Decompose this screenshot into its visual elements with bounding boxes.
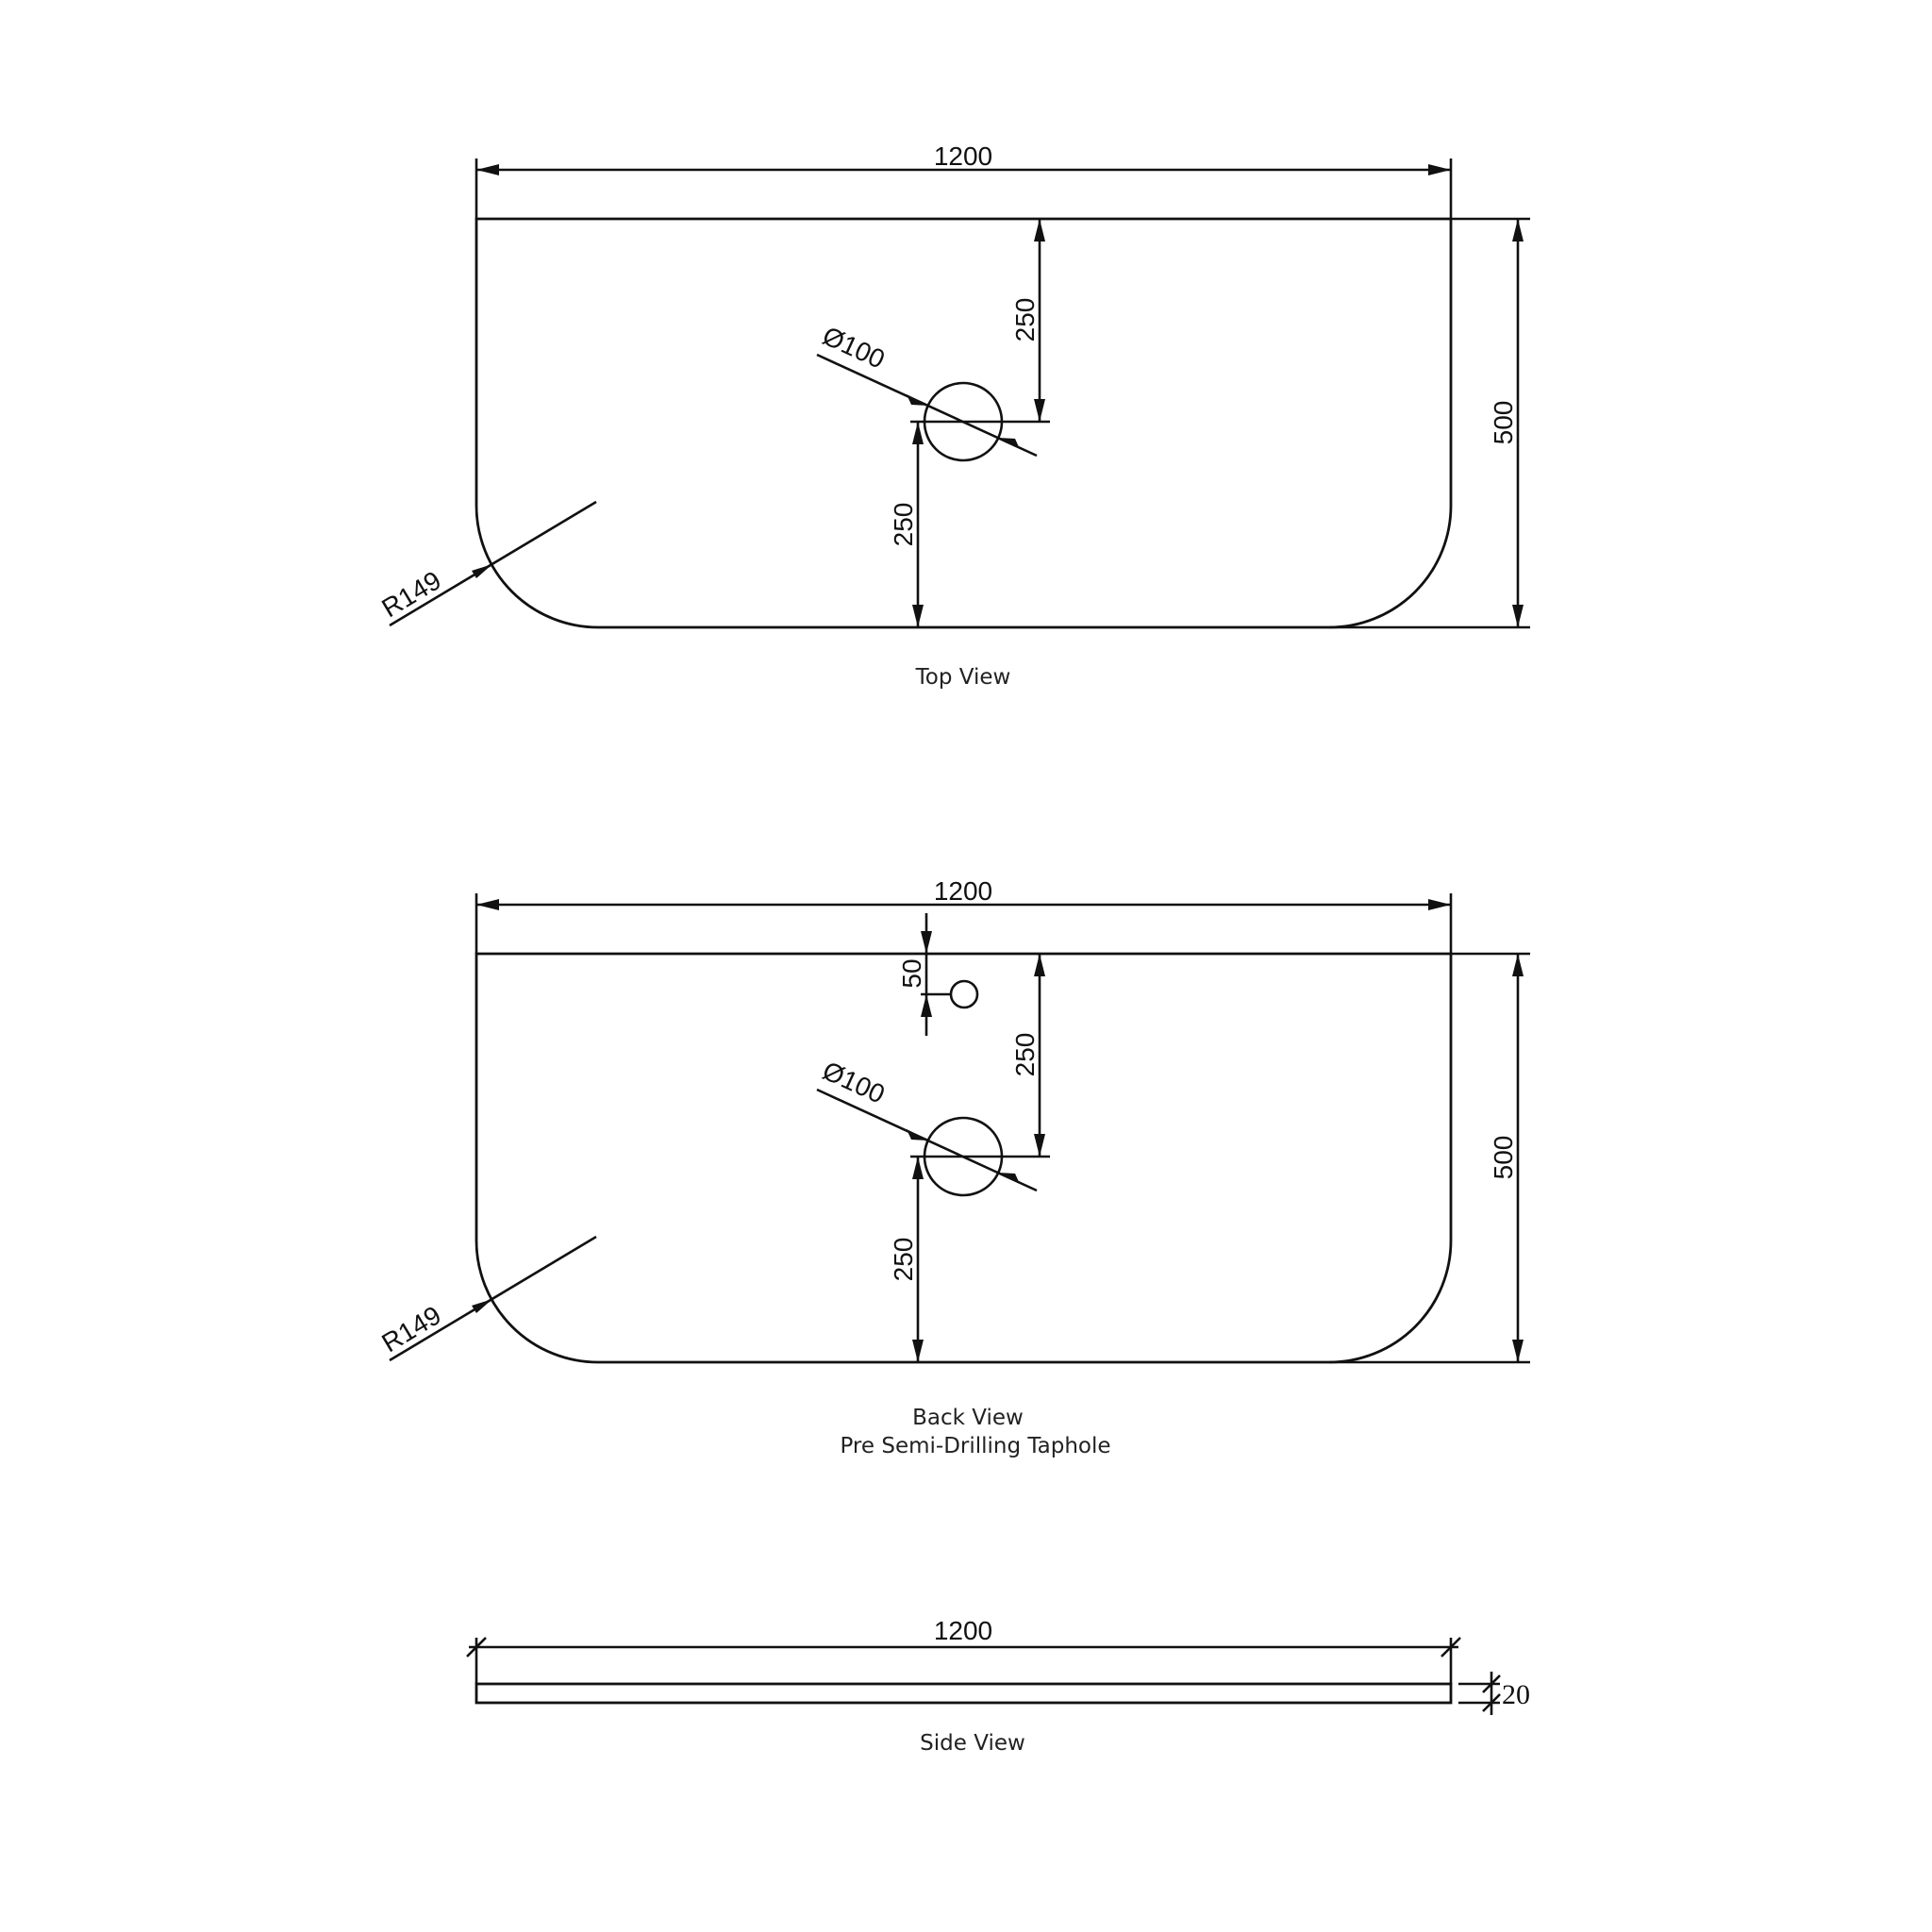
side-view-caption: Side View <box>920 1731 1025 1756</box>
top-hole-upper-arrow-bottom <box>1034 399 1045 422</box>
top-diameter-arrow-left <box>907 394 928 406</box>
back-diameter-arrow-left <box>907 1129 928 1141</box>
side-width-label: 1200 <box>934 1616 992 1645</box>
back-diameter-label: Ø100 <box>818 1056 889 1109</box>
back-view-subcaption: Pre Semi-Drilling Taphole <box>840 1434 1110 1458</box>
back-view-caption: Back View <box>912 1406 1024 1430</box>
top-diameter-label: Ø100 <box>818 321 889 375</box>
back-hole-upper-arrow-bottom <box>1034 1134 1045 1157</box>
side-view: 1200 20 Side View <box>466 1616 1530 1756</box>
top-hole-lower-arrow-top <box>912 422 924 444</box>
side-thickness-label: 20 <box>1502 1679 1530 1710</box>
back-width-arrow-right <box>1428 899 1451 910</box>
back-hole-upper-arrow-top <box>1034 954 1045 976</box>
top-radius-label: R149 <box>376 565 445 623</box>
side-thickness-tick-bottom <box>1482 1693 1501 1712</box>
back-height-arrow-top <box>1512 954 1524 976</box>
top-radius-arrow <box>472 564 492 578</box>
side-width-tick-left <box>466 1637 487 1657</box>
back-hole-lower-arrow-top <box>912 1157 924 1179</box>
top-radius-leader <box>389 500 597 627</box>
top-height-arrow-bottom <box>1512 605 1524 627</box>
top-height-arrow-top <box>1512 219 1524 242</box>
top-view-caption: Top View <box>915 665 1011 690</box>
side-view-outline <box>475 1682 1453 1705</box>
back-taphole-label: 50 <box>897 958 926 988</box>
top-hole-upper-arrow-top <box>1034 219 1045 242</box>
back-width-arrow-left <box>476 899 499 910</box>
back-diameter-arrow-right <box>998 1173 1020 1184</box>
back-hole-lower-arrow-bottom <box>912 1340 924 1362</box>
top-width-label: 1200 <box>934 142 992 171</box>
back-hole-lower-label: 250 <box>889 1238 918 1282</box>
top-hole-lower-arrow-bottom <box>912 605 924 627</box>
back-radius-leader <box>389 1235 597 1362</box>
side-thickness-tick-top <box>1482 1674 1501 1693</box>
side-width-tick-right <box>1441 1637 1461 1657</box>
top-view: 1200 500 250 250 Ø100 R149 Top View <box>376 142 1530 690</box>
back-height-label: 500 <box>1489 1136 1518 1180</box>
top-diameter-arrow-right <box>998 438 1020 449</box>
back-width-label: 1200 <box>934 876 992 906</box>
back-radius-arrow <box>472 1299 492 1313</box>
back-taphole-arrow-bottom <box>921 994 932 1017</box>
top-hole-lower-label: 250 <box>889 503 918 547</box>
back-height-arrow-bottom <box>1512 1340 1524 1362</box>
back-taphole <box>949 979 979 1009</box>
top-width-arrow-right <box>1428 164 1451 175</box>
top-hole-upper-label: 250 <box>1010 298 1040 342</box>
top-width-arrow-left <box>476 164 499 175</box>
back-view: 1200 500 50 250 250 Ø100 <box>376 876 1530 1458</box>
back-hole-upper-label: 250 <box>1010 1033 1040 1077</box>
back-radius-label: R149 <box>376 1300 445 1357</box>
back-taphole-arrow-top <box>921 931 932 954</box>
top-height-label: 500 <box>1489 401 1518 445</box>
